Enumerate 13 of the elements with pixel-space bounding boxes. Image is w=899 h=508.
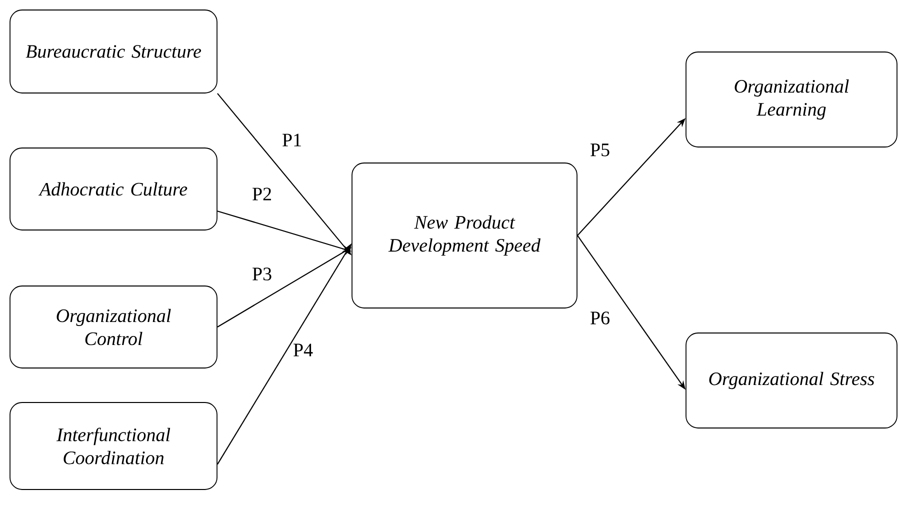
concept-box: Bureaucratic Structure [10, 10, 218, 94]
concept-box: Organizational Stress [686, 332, 898, 428]
concept-box: Interfunctional Coordination [10, 402, 218, 490]
edge-label: P4 [294, 344, 313, 356]
concept-box: Organizational Learning [686, 52, 898, 148]
edge-label: P6 [590, 312, 610, 324]
edge-label: P1 [282, 134, 301, 146]
concept-box: New Product Development Speed [352, 162, 578, 308]
edge-label: P5 [590, 144, 610, 156]
edge-label: P3 [252, 268, 272, 280]
concept-box: Organizational Control [10, 286, 218, 368]
edge-label: P2 [252, 188, 271, 200]
concept-box: Adhocratic Culture [10, 148, 218, 230]
